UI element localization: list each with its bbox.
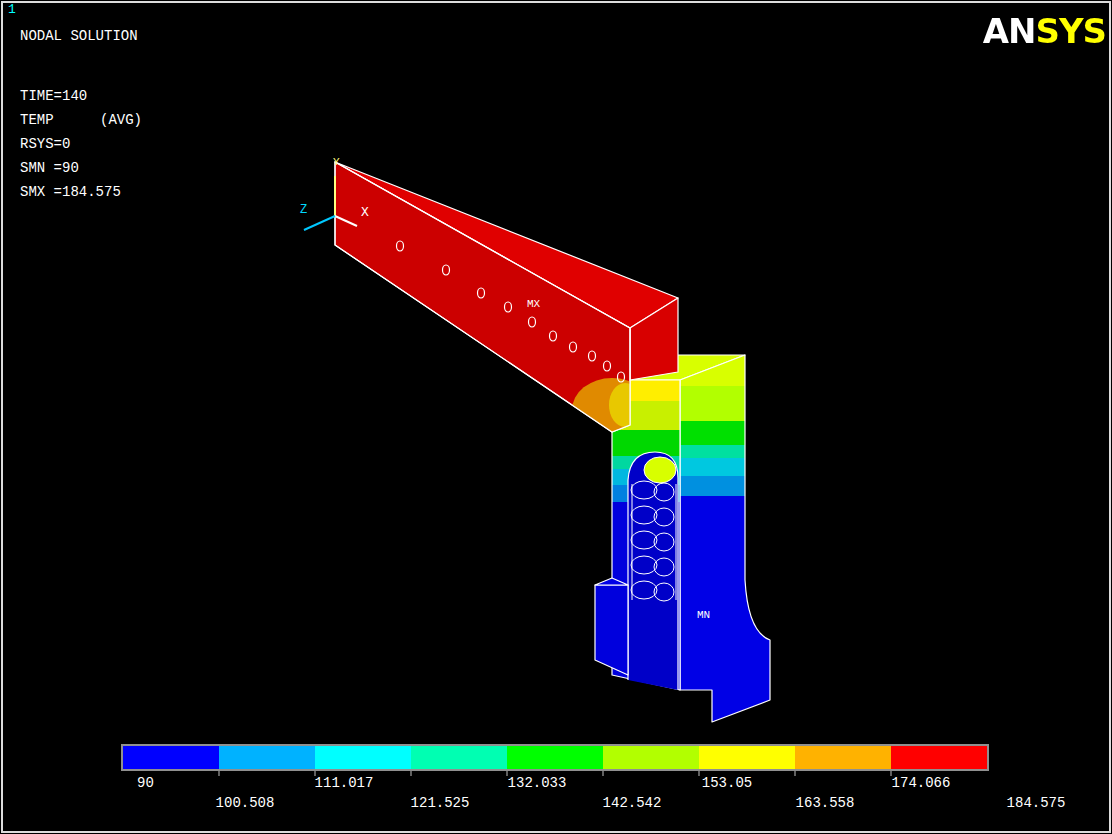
axis-label: Z <box>300 204 307 218</box>
scale-value: 111.017 <box>315 775 374 791</box>
software-logo: ANSYS <box>983 12 1106 51</box>
maximum-value: SMX =184.575 <box>20 184 121 200</box>
time-step: TIME=140 <box>20 88 87 104</box>
scale-value: 132.033 <box>508 775 567 791</box>
scale-value: 121.525 <box>411 795 470 811</box>
scale-value: 153.05 <box>702 775 752 791</box>
axis-label: Y <box>333 156 340 169</box>
scale-value: 90 <box>137 775 154 791</box>
result-item: TEMP <box>20 112 54 128</box>
min-marker: MN <box>697 609 710 622</box>
scale-value: 184.575 <box>1007 795 1066 811</box>
max-marker: MX <box>527 298 540 311</box>
minimum-value: SMN =90 <box>20 160 79 176</box>
scale-value: 163.558 <box>796 795 855 811</box>
plot-number: 1 <box>8 3 16 18</box>
scale-value: 100.508 <box>216 795 275 811</box>
scale-value: 174.066 <box>892 775 951 791</box>
coordinate-system: RSYS=0 <box>20 136 70 152</box>
axis-label: X <box>361 206 369 221</box>
result-type: NODAL SOLUTION <box>20 28 138 44</box>
scale-value: 142.542 <box>603 795 662 811</box>
averaging-note: (AVG) <box>100 112 142 128</box>
